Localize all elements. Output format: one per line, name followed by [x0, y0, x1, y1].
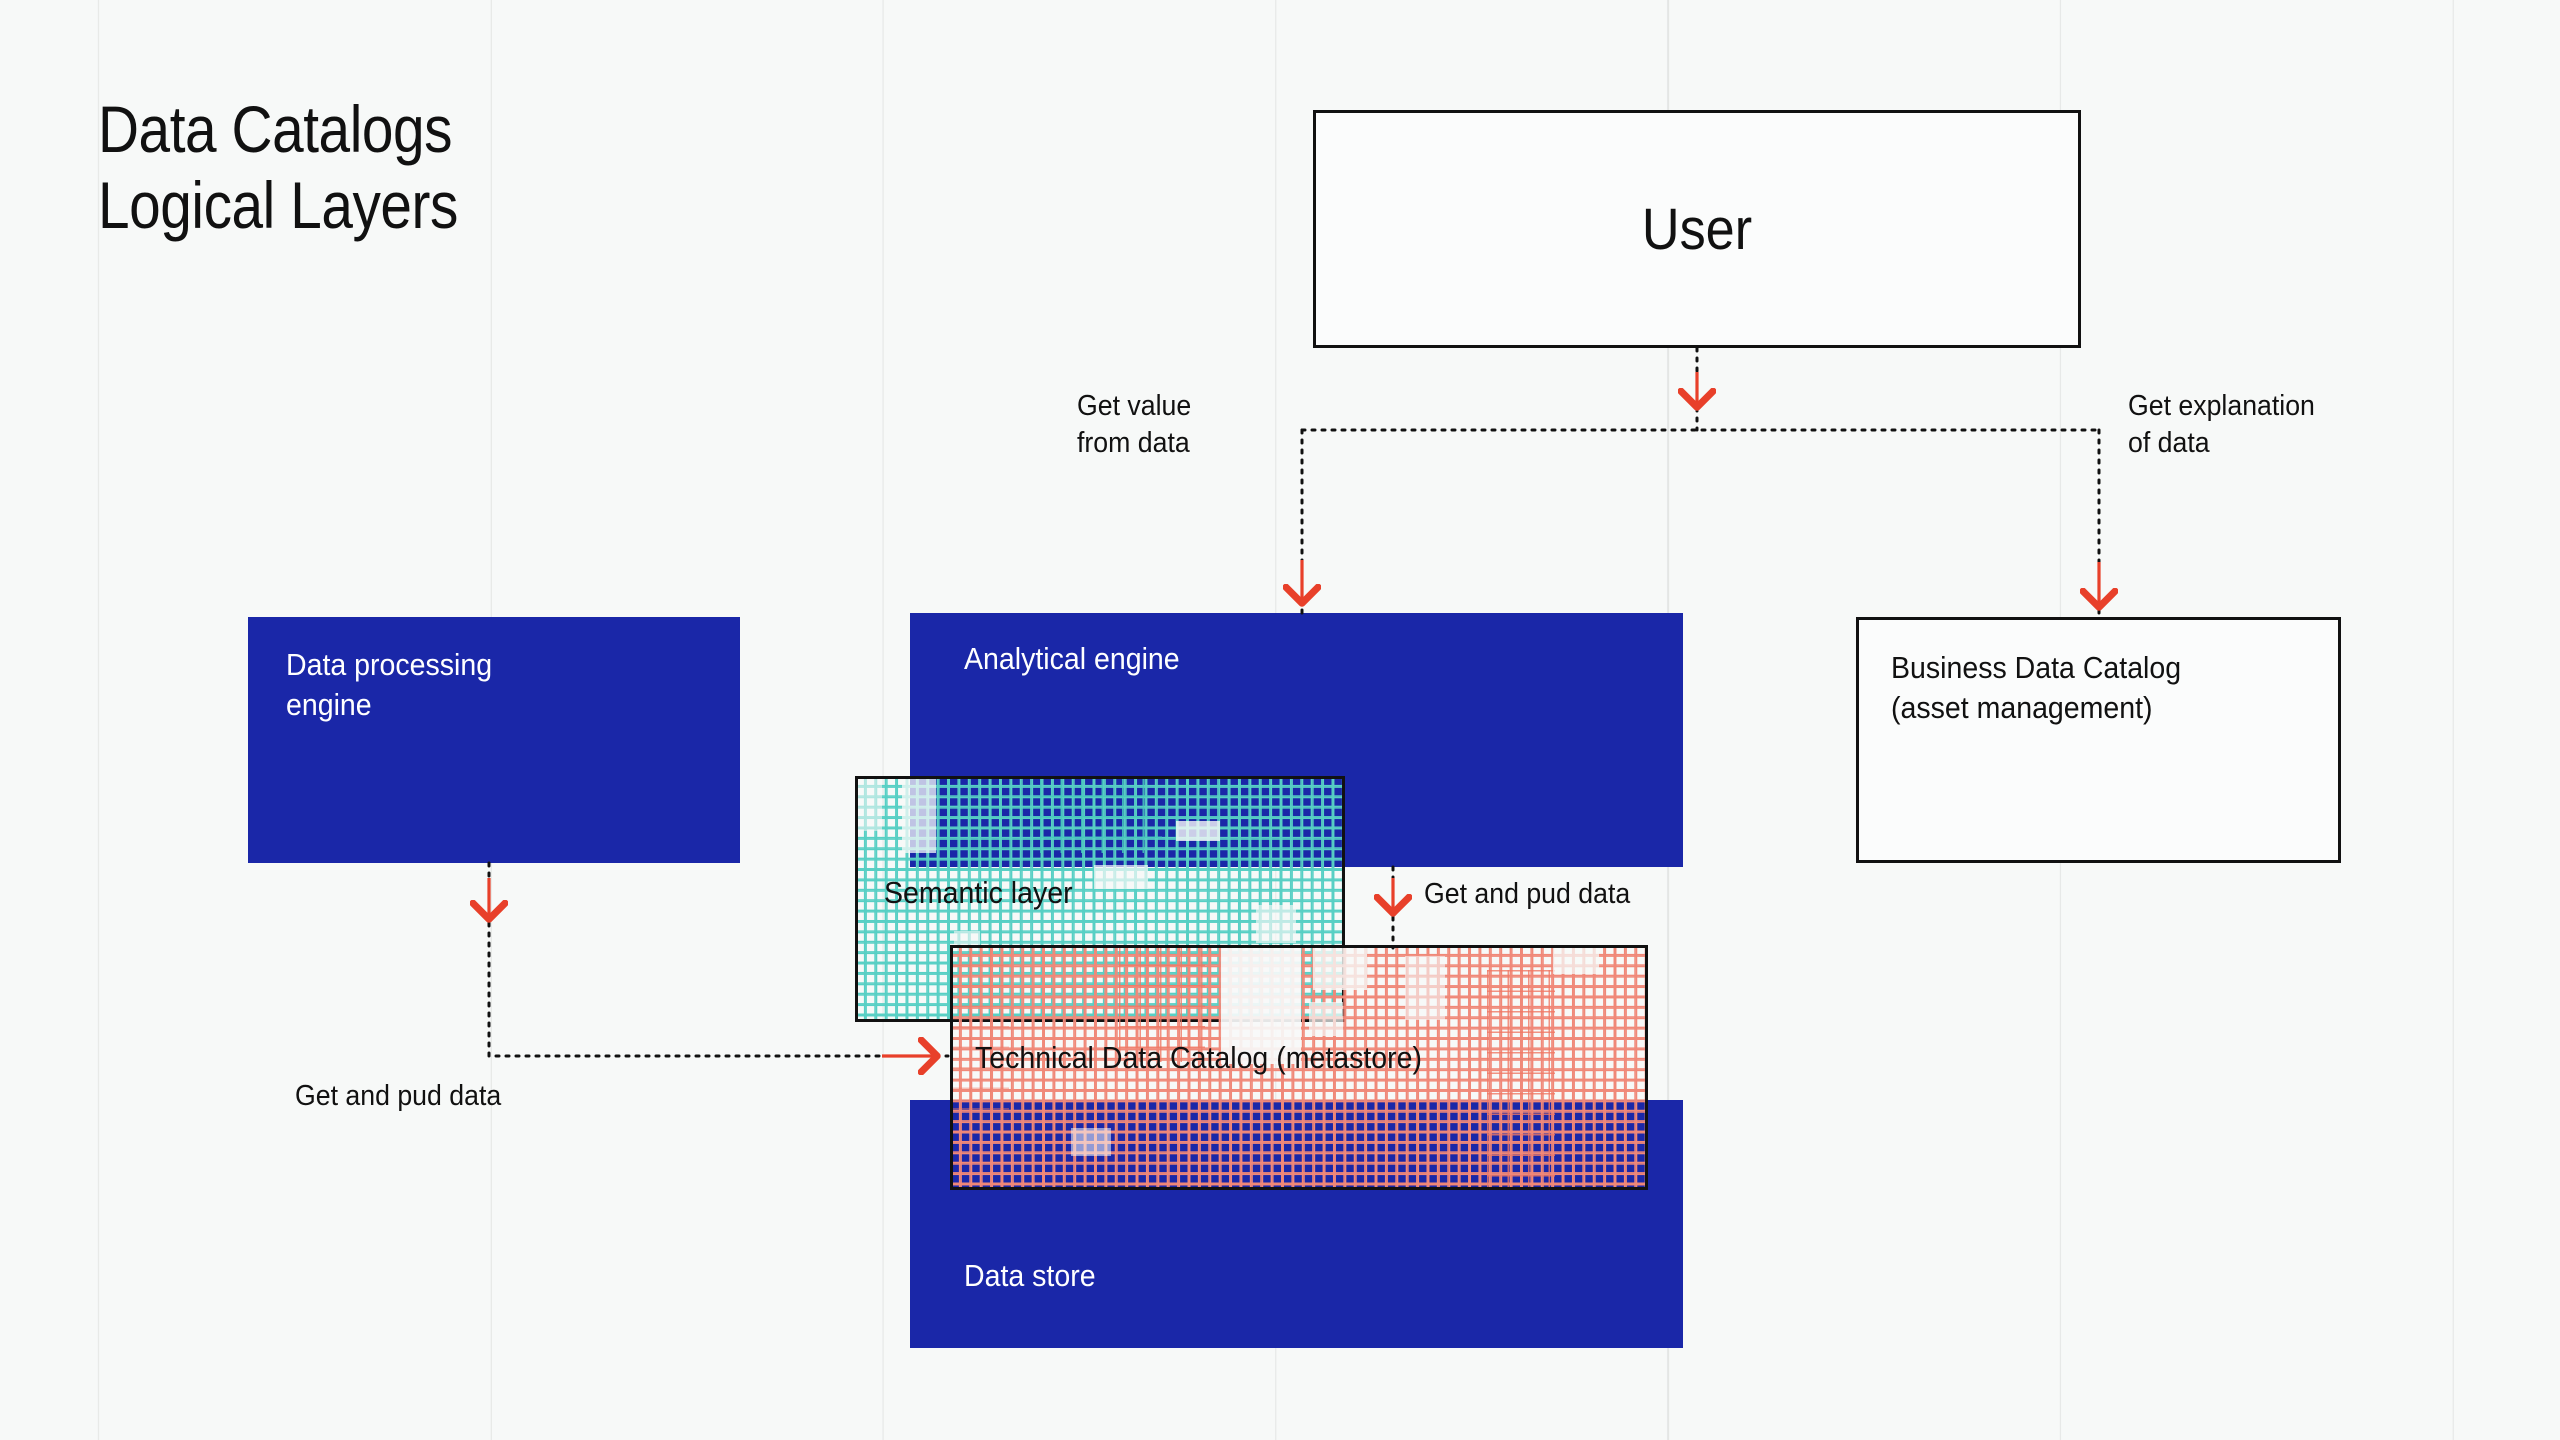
node-label-business-data-catalog: Business Data Catalog (asset management) [1891, 650, 2182, 725]
node-label-technical-data-catalog: Technical Data Catalog (metastore) [975, 1040, 1423, 1075]
semantic-layer-noise-gap [1176, 821, 1220, 841]
edge-user-split [1300, 346, 2101, 432]
node-technical-data-catalog[interactable]: Technical Data Catalog (metastore) [950, 945, 1648, 1190]
node-label-user: User [1641, 196, 1753, 262]
semantic-layer-grid-accent [1040, 779, 1162, 853]
tdc-noise-gap [1309, 1002, 1343, 1036]
tdc-noise-gap [1313, 948, 1367, 990]
tdc-noise-gap [1405, 956, 1445, 1020]
edge-label-get-and-pud-data-middle: Get and pud data [1424, 878, 1631, 910]
semantic-layer-noise-gap [858, 779, 882, 831]
tdc-grid-accent [953, 948, 1009, 1114]
tdc-noise-gap [1553, 948, 1599, 974]
semantic-layer-noise-gap [1256, 905, 1296, 943]
edge-label-get-explanation-of-data: Get explanation of data [2128, 390, 2315, 460]
semantic-layer-noise-gap [902, 779, 936, 853]
edge-label-get-and-pud-data-left: Get and pud data [295, 1080, 502, 1112]
edge-label-get-value-from-data: Get value from data [1077, 390, 1192, 460]
node-label-data-store: Data store [964, 1258, 1096, 1293]
node-business-data-catalog[interactable]: Business Data Catalog (asset management) [1856, 617, 2341, 863]
node-data-processing-engine[interactable]: Data processing engine [248, 617, 740, 863]
page-title: Data Catalogs Logical Layers [98, 92, 458, 242]
tdc-grid-accent [1487, 970, 1555, 1187]
node-label-analytical-engine: Analytical engine [964, 641, 1180, 676]
tdc-noise-gap [1071, 1128, 1111, 1156]
node-user[interactable]: User [1313, 110, 2081, 348]
tdc-noise-gap [1221, 948, 1301, 1064]
tdc-grid-accent [1119, 948, 1205, 1062]
semantic-layer-noise-gap [1094, 865, 1148, 889]
node-label-semantic-layer: Semantic layer [884, 875, 1073, 910]
node-label-data-processing-engine: Data processing engine [286, 647, 493, 722]
